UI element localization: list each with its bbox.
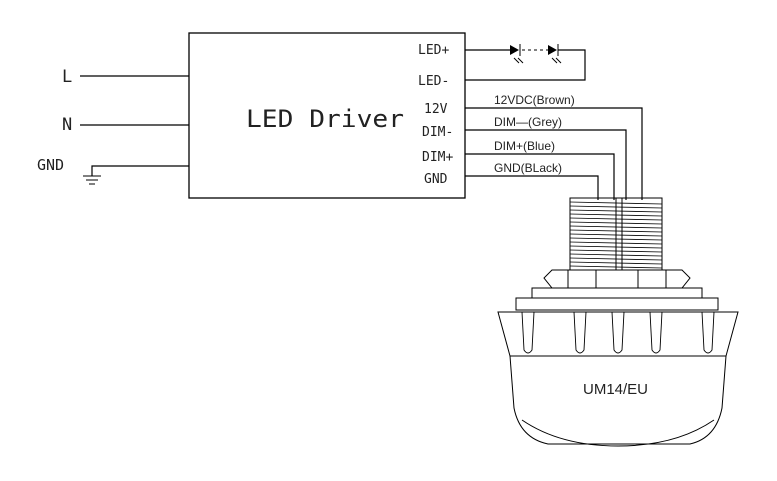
input-label-neutral: N [62, 115, 72, 135]
led-driver-title: LED Driver [246, 105, 404, 133]
input-label-line: L [62, 67, 72, 87]
terminal-led-plus: LED+ [418, 43, 449, 58]
wire-black [465, 175, 599, 200]
led-minus-wire [465, 49, 586, 81]
sensor-collar [531, 287, 703, 299]
terminal-gnd: GND [424, 172, 448, 187]
sensor-body: UM14/EU [497, 197, 739, 447]
sensor-wires: 12VDC(Brown) DIM—(Grey) DIM+(Blue) GND(B… [465, 93, 643, 200]
sensor-dome-lens [521, 419, 715, 447]
sensor-flange [515, 297, 719, 311]
wire-blue [465, 153, 615, 200]
wire-label-brown: 12VDC(Brown) [494, 93, 575, 107]
ground-symbol-icon [83, 175, 101, 185]
driver-terminals: LED+ LED- 12V DIM- DIM+ GND [418, 43, 453, 187]
sensor-dome [509, 355, 727, 445]
led-driver-box [188, 32, 466, 199]
wire-grey [465, 129, 627, 200]
led-diode-icon [548, 44, 562, 64]
sensor-ribs [521, 311, 715, 354]
wire-brown [465, 107, 643, 200]
wire-label-grey: DIM—(Grey) [494, 115, 562, 129]
led-string [465, 44, 586, 81]
terminal-12v: 12V [424, 102, 448, 117]
sensor-model-label: UM14/EU [583, 381, 648, 398]
terminal-led-minus: LED- [418, 74, 449, 89]
terminal-dim-plus: DIM+ [422, 150, 453, 165]
terminal-dim-minus: DIM- [422, 125, 453, 140]
ground-wire [91, 165, 189, 176]
input-label-ground: GND [37, 156, 64, 174]
input-wires: L N GND [37, 67, 189, 185]
wire-label-black: GND(BLack) [494, 161, 562, 175]
wire-label-blue: DIM+(Blue) [494, 139, 555, 153]
sensor-nut [543, 269, 691, 289]
led-diode-icon [510, 44, 524, 64]
